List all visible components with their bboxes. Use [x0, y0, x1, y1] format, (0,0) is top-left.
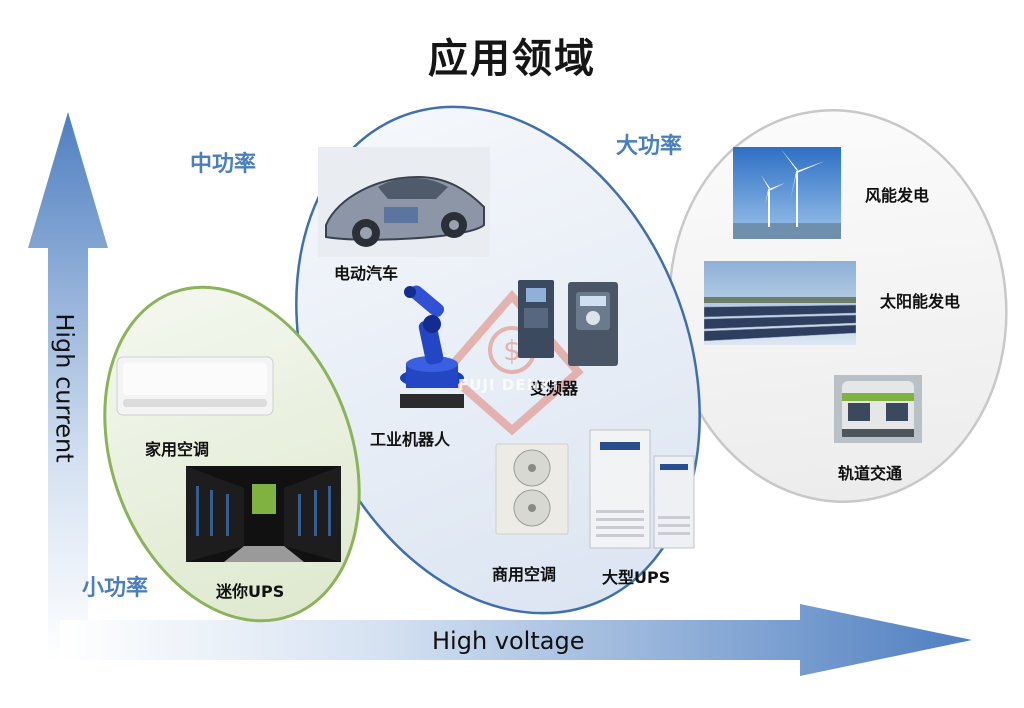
- server-room-image: [186, 466, 341, 562]
- inverter-image: [566, 280, 620, 368]
- medium-item-robot: 工业机器人: [370, 430, 451, 449]
- ac-outdoor-unit-image: [494, 442, 570, 536]
- large-ups-image: [588, 426, 696, 550]
- watermark-text: FUJI DENKI: [458, 376, 560, 394]
- medium-item-inverter: 变频器: [530, 379, 579, 398]
- large-power-label: 大功率: [616, 134, 683, 159]
- medium-item-ev: 电动汽车: [334, 264, 399, 283]
- solar-farm-image: [704, 261, 856, 345]
- medium-item-commercial-ac: 商用空调: [492, 565, 557, 584]
- small-item-mini-ups: 迷你UPS: [216, 582, 285, 601]
- large-item-wind: 风能发电: [865, 186, 930, 205]
- x-axis-arrow: [60, 604, 972, 676]
- svg-text:$: $: [503, 334, 521, 367]
- robot-arm-image: [392, 282, 472, 410]
- wind-turbine-image: [733, 147, 841, 239]
- train-image: [834, 375, 922, 443]
- page-title: 应用领域: [428, 36, 596, 82]
- inverter-image-small: [516, 278, 556, 360]
- large-item-rail: 轨道交通: [838, 464, 903, 483]
- y-axis-arrow: [28, 112, 108, 660]
- car-image: [318, 147, 490, 257]
- large-item-solar: 太阳能发电: [880, 292, 961, 311]
- small-item-home-ac: 家用空调: [145, 440, 210, 459]
- medium-item-large-ups: 大型UPS: [602, 568, 671, 587]
- y-axis-label: High current: [50, 313, 79, 463]
- medium-power-label: 中功率: [190, 152, 257, 177]
- small-power-label: 小功率: [82, 576, 149, 601]
- air-conditioner-image: [115, 353, 275, 423]
- x-axis-label: High voltage: [432, 627, 585, 655]
